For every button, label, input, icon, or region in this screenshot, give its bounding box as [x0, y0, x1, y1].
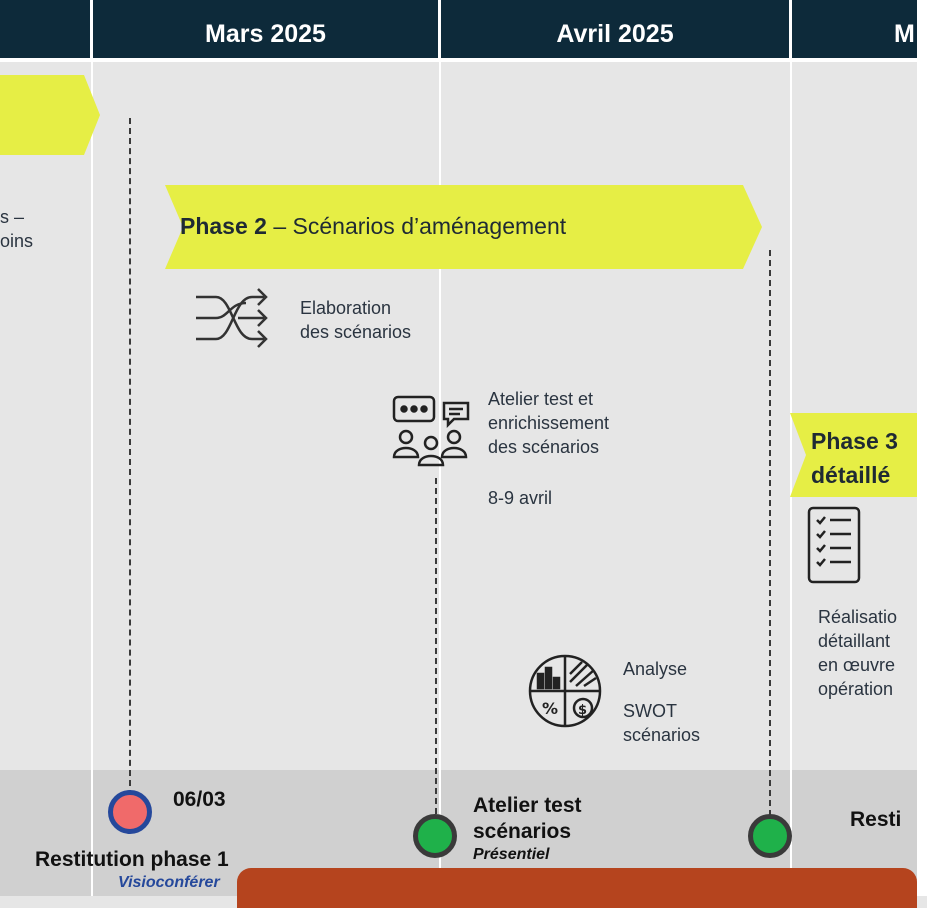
milestone-marker-green: [748, 814, 792, 858]
header-divider: [789, 0, 792, 62]
milestone2-title-line2: scénarios: [473, 820, 572, 843]
step-swot-line3: scénarios: [623, 725, 701, 745]
phase3-chevron: [790, 413, 920, 497]
milestone2-title-line1: Atelier test: [473, 794, 582, 817]
phase1-chevron: [0, 75, 100, 155]
step-workshop-line3: des scénarios: [488, 437, 600, 457]
overlay-panel[interactable]: [237, 868, 917, 908]
phase1-text-line2: oins: [0, 231, 34, 251]
month-may: M: [894, 20, 915, 48]
phase3-text-line2: détaillant: [818, 631, 891, 651]
phase1-text-line1: s –: [0, 207, 25, 227]
shuffle-icon: [196, 288, 268, 348]
header-underline: [0, 58, 927, 62]
milestone-marker-red: [108, 790, 152, 834]
step-elaboration-line1: Elaboration: [300, 298, 392, 318]
milestone2-mode: Présentiel: [473, 846, 550, 863]
milestone1-mode: Visioconférer: [118, 874, 220, 891]
milestone1-title: Restitution phase 1: [35, 848, 229, 871]
column-divider: [91, 770, 93, 896]
milestone4-title: Resti: [850, 808, 902, 831]
step-swot-line2: SWOT: [623, 701, 677, 721]
checklist-icon: [807, 506, 861, 584]
workshop-people-icon: [392, 395, 470, 467]
column-divider: [91, 62, 93, 896]
phase2-title-rest: – Scénarios d’aménagement: [273, 213, 567, 239]
svg-text:$: $: [578, 703, 587, 718]
milestone-connector: [769, 250, 771, 816]
phase2-chevron: [165, 185, 762, 269]
phase2-title-bold: Phase 2: [180, 213, 267, 239]
swot-analysis-icon: % $: [528, 654, 602, 728]
milestone1-date: 06/03: [173, 788, 226, 811]
milestone-marker-green: [413, 814, 457, 858]
phase3-text-line1: Réalisatio: [818, 607, 898, 627]
step-workshop-line2: enrichissement: [488, 413, 610, 433]
month-april: Avril 2025: [556, 20, 674, 48]
step-workshop-date: 8-9 avril: [488, 488, 553, 508]
month-march: Mars 2025: [205, 20, 326, 48]
svg-text:%: %: [542, 699, 558, 718]
step-elaboration-line2: des scénarios: [300, 322, 412, 342]
phase3-text-line3: en œuvre: [818, 655, 896, 675]
phase3-title-line2: détaillé: [811, 462, 891, 488]
header-divider: [438, 0, 441, 62]
right-edge: [917, 0, 927, 896]
step-swot-line1: Analyse: [623, 659, 688, 679]
phase3-title-line1: Phase 3: [811, 428, 898, 454]
milestone-connector: [129, 118, 131, 796]
milestone-connector: [435, 478, 437, 814]
column-divider: [439, 62, 441, 896]
phase2-title: Phase 2 – Scénarios d’aménagement: [180, 213, 566, 240]
timeline-header: [0, 0, 927, 62]
header-divider: [90, 0, 93, 62]
phase3-text-line4: opération: [818, 679, 894, 699]
step-workshop-line1: Atelier test et: [488, 389, 594, 409]
column-divider: [790, 62, 792, 896]
